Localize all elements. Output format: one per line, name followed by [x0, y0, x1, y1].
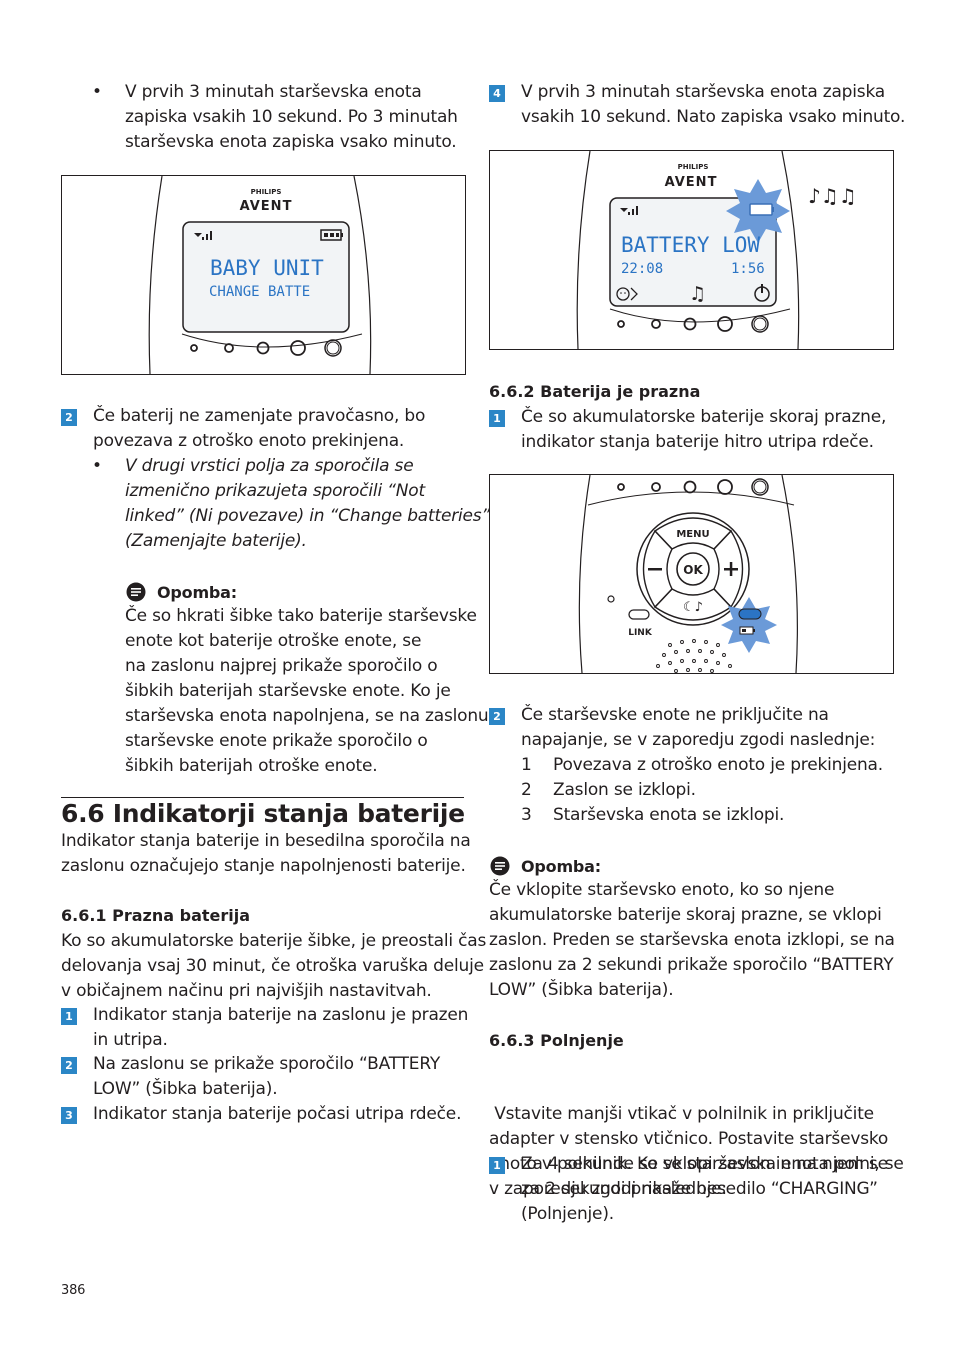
subsection-intro: Ko so akumulatorske baterije šibke, je p…: [61, 931, 487, 1001]
note-icon: [126, 582, 146, 602]
subsection-title: 6.6.2 Baterija je prazna: [489, 382, 701, 401]
step-text: Indikator stanja baterije na zaslonu je …: [93, 1005, 469, 1050]
step-badge: 2: [61, 409, 77, 426]
music-note-icon: ♫: [689, 283, 706, 305]
signal-icon: [620, 206, 638, 215]
step-text: Če so akumulatorske baterije skoraj praz…: [521, 407, 887, 452]
step-text: V prvih 3 minutah starševska enota zapis…: [521, 82, 906, 127]
signal-icon: [194, 231, 212, 240]
subsection-intro: Vstavite manjši vtikač v polnilnik in pr…: [489, 1104, 904, 1199]
page-number: 386: [61, 1283, 86, 1298]
power-icon: [754, 284, 770, 302]
lcd-line-2: CHANGE BATTE: [209, 284, 310, 300]
step-text: Za 4 sekunde se vklopi zaslon in na njem…: [521, 1154, 888, 1224]
list-item: Starševska enota se izklopi.: [553, 805, 785, 825]
battery-icon: [739, 626, 755, 635]
list-number: 1: [521, 755, 532, 775]
music-notes-icon: ♪♫♫: [808, 184, 857, 208]
figure-control-panel: MENU OK ☾♪ LINK: [489, 474, 894, 674]
battery-icon: [320, 229, 343, 241]
menu-label: MENU: [676, 529, 709, 540]
lcd-time-1: 22:08: [621, 261, 663, 277]
bullet: •: [92, 82, 103, 102]
speaker-grille: [656, 639, 732, 673]
section-rule: [61, 797, 464, 798]
note-title: Opomba:: [521, 857, 601, 876]
step-badge: 1: [489, 410, 505, 427]
subsection-title: 6.6.3 Polnjenje: [489, 1031, 624, 1050]
figure-parent-unit-display: PHILIPS AVENT BABY UNIT CHANGE BATTE: [61, 175, 466, 375]
step-badge: 3: [61, 1107, 77, 1124]
logo-label: AVENT: [665, 175, 718, 190]
lcd-line-1: BABY UNIT: [210, 256, 324, 280]
note-title: Opomba:: [157, 583, 237, 602]
list-number: 3: [521, 805, 532, 825]
step-badge: 4: [489, 85, 505, 102]
ok-label: OK: [683, 563, 703, 577]
note-text: Če so hkrati šibke tako baterije staršev…: [125, 606, 489, 776]
list-number: 2: [521, 780, 532, 800]
list-item: Povezava z otroško enoto je prekinjena.: [553, 755, 883, 775]
flash-highlight: [721, 597, 777, 653]
link-label: LINK: [628, 628, 653, 638]
note-icon: [490, 856, 510, 876]
brand-label: PHILIPS: [251, 188, 282, 196]
brand-label: PHILIPS: [678, 163, 709, 171]
face-icon: [616, 287, 638, 301]
night-light-icon: ☾♪: [683, 600, 703, 615]
minus-icon: [648, 568, 662, 571]
logo-label: AVENT: [240, 199, 293, 214]
note-text: Če vklopite starševsko enoto, ko so njen…: [489, 880, 895, 1000]
section-intro: Indikator stanja baterije in besedilna s…: [61, 831, 471, 876]
section-title: 6.6 Indikatorji stanja baterije: [61, 799, 465, 828]
bullet: •: [92, 456, 103, 476]
step-badge: 1: [61, 1008, 77, 1025]
list-item: Zaslon se izklopi.: [553, 780, 696, 800]
lcd-time-2: 1:56: [731, 261, 765, 277]
figure-battery-low-display: PHILIPS AVENT BATTERY LOW 22:08 1:56 ♫ ♪…: [489, 150, 894, 350]
battery-icon: [749, 203, 774, 216]
step-text: Na zaslonu se prikaže sporočilo “BATTERY…: [93, 1054, 441, 1099]
step-badge: 2: [489, 708, 505, 725]
step-badge: 2: [61, 1057, 77, 1074]
step-badge: 1: [489, 1157, 505, 1174]
step-text: Indikator stanja baterije počasi utripa …: [93, 1104, 462, 1124]
lcd-line-1: BATTERY LOW: [621, 233, 760, 257]
plus-icon: [724, 562, 738, 576]
subsection-title: 6.6.1 Prazna baterija: [61, 906, 251, 925]
